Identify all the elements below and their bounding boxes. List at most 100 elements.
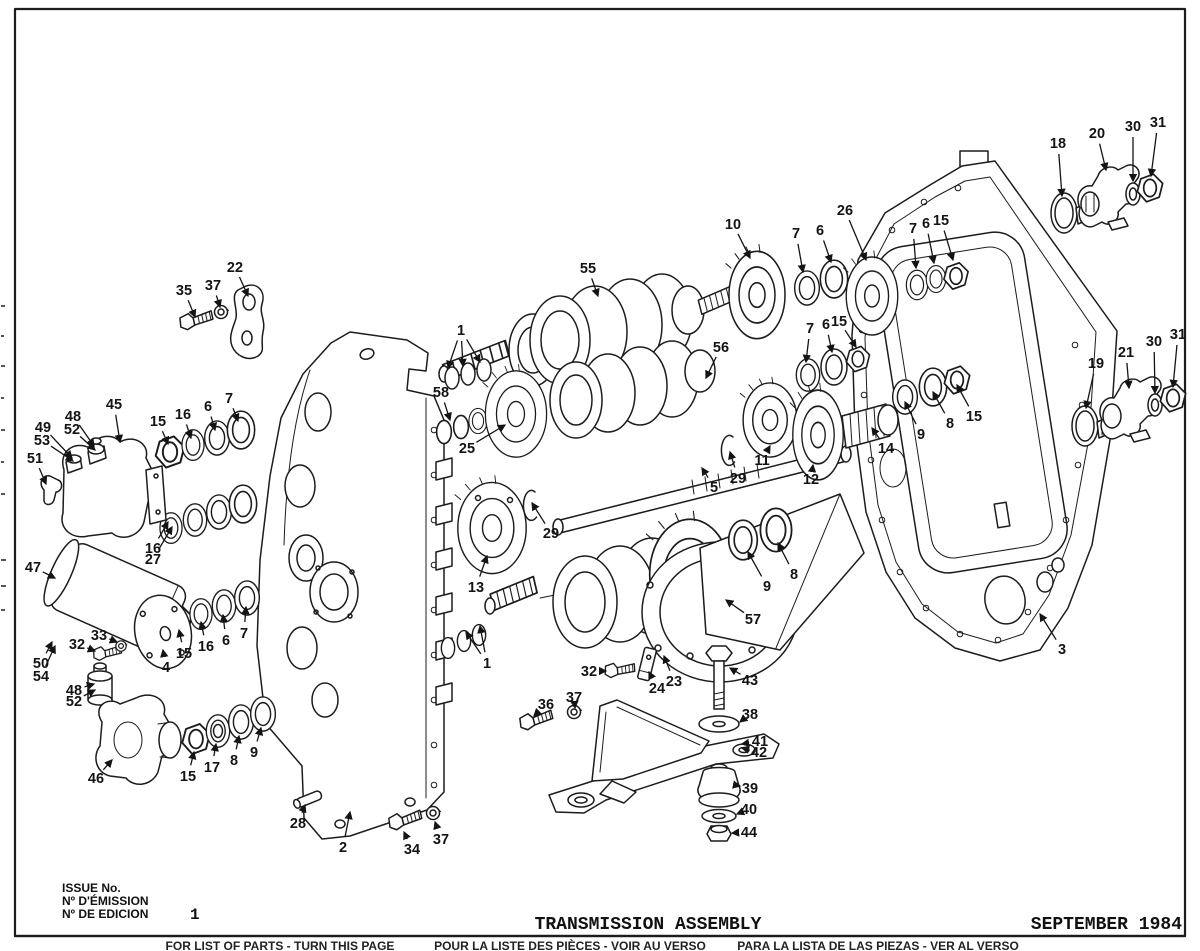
- part-callout-15: 15: [831, 314, 847, 330]
- left-case-half: [256, 331, 453, 840]
- callout-leader-1: [465, 630, 482, 655]
- bearing-row-second: [159, 484, 258, 544]
- part-callout-8: 8: [230, 753, 238, 769]
- lower-pump-assembly: [87, 662, 182, 785]
- callout-leader-4: [160, 648, 169, 658]
- callout-leader-57: [724, 599, 745, 614]
- part-callout-15: 15: [933, 213, 949, 229]
- callout-leader-25: [476, 424, 507, 443]
- callout-leader-11: [762, 444, 771, 455]
- part-callout-37: 37: [433, 832, 449, 848]
- callout-leader-18: [1057, 153, 1066, 198]
- part-callout-1: 1: [483, 656, 491, 672]
- part-callout-28: 28: [290, 816, 306, 832]
- footer-note-fr: POUR LA LISTE DES PIÈCES - VOIR AU VERSO: [434, 938, 706, 951]
- part-callout-7: 7: [909, 221, 917, 237]
- part-callout-39: 39: [742, 781, 758, 797]
- callout-leader-7: [911, 238, 920, 270]
- page-title: TRANSMISSION ASSEMBLY: [535, 915, 762, 935]
- callout-leader-29: [728, 450, 737, 468]
- bearing-row-top: [154, 410, 256, 469]
- part-callout-41: 41: [752, 734, 768, 750]
- callout-leader-34: [403, 830, 411, 841]
- small-cover-plate: [177, 284, 265, 360]
- part-callout-31: 31: [1150, 115, 1166, 131]
- part-callout-23: 23: [666, 674, 682, 690]
- part-callout-52: 52: [66, 694, 82, 710]
- part-callout-35: 35: [176, 283, 192, 299]
- part-callout-9: 9: [250, 745, 258, 761]
- part-callout-54: 54: [33, 669, 49, 685]
- callout-leader-46: [102, 759, 113, 771]
- part-callout-34: 34: [404, 842, 420, 858]
- part-callout-15: 15: [966, 409, 982, 425]
- callout-leader-17: [210, 742, 219, 757]
- callout-leader-6: [208, 416, 218, 432]
- part-callout-36: 36: [538, 697, 554, 713]
- callout-leader-6: [822, 240, 833, 264]
- countershaft-gear-train: [435, 340, 871, 458]
- part-callout-49: 49: [35, 420, 51, 436]
- callout-leader-19: [1083, 373, 1095, 410]
- part-callout-38: 38: [742, 707, 758, 723]
- part-callout-7: 7: [792, 226, 800, 242]
- round-plate: [91, 594, 193, 670]
- bearing-row-bottom: [181, 696, 277, 755]
- callout-leader-16: [198, 620, 207, 636]
- part-callout-13: 13: [468, 580, 484, 596]
- callout-leader-50: [44, 640, 53, 654]
- callout-leader-24: [648, 670, 656, 681]
- part-callout-15: 15: [150, 414, 166, 430]
- part-callout-12: 12: [803, 472, 819, 488]
- part-callout-30: 30: [1125, 119, 1141, 135]
- rubber-mount-39: [697, 763, 741, 808]
- part-callout-9: 9: [917, 427, 925, 443]
- part-callout-10: 10: [725, 217, 741, 233]
- callout-leader-21: [1124, 362, 1133, 390]
- part-callout-18: 18: [1050, 136, 1066, 152]
- mount-bracket-assembly: [517, 645, 780, 842]
- callout-leader-31: [1147, 132, 1158, 178]
- callout-leader-15: [161, 430, 170, 446]
- part-callout-8: 8: [790, 567, 798, 583]
- part-callout-30: 30: [1146, 334, 1162, 350]
- callout-leader-54: [45, 644, 56, 667]
- callout-leader-31: [1169, 344, 1178, 389]
- part-callout-33: 33: [91, 628, 107, 644]
- callout-leader-7: [797, 243, 806, 274]
- issue-label-en: ISSUE No.: [62, 881, 121, 895]
- part-callout-16: 16: [198, 639, 214, 655]
- callout-leader-15: [844, 329, 857, 349]
- part-callout-31: 31: [1170, 327, 1186, 343]
- part-callout-24: 24: [649, 681, 665, 697]
- part-callout-26: 26: [837, 203, 853, 219]
- callout-leader-9: [904, 400, 917, 425]
- part-callout-4: 4: [162, 660, 170, 676]
- part-callout-48: 48: [66, 683, 82, 699]
- callout-leader-15: [956, 383, 970, 407]
- page-border: [13, 7, 1187, 938]
- issue-label-es: Nº DE EDICION: [62, 907, 148, 921]
- callout-leader-37: [213, 295, 222, 309]
- callout-leader-53: [50, 445, 75, 462]
- part-callout-21: 21: [1118, 345, 1134, 361]
- callout-leader-6: [826, 334, 835, 354]
- callout-leader-55: [591, 278, 600, 298]
- part-callout-48: 48: [65, 409, 81, 425]
- callout-leader-1: [477, 624, 486, 653]
- left-margin-print-fragments: [1, 305, 6, 611]
- callout-leader-33: [108, 635, 119, 644]
- part-callout-25: 25: [459, 441, 475, 457]
- callout-leader-47: [42, 571, 57, 579]
- callout-leader-48: [84, 682, 96, 691]
- part-callout-19: 19: [1088, 356, 1104, 372]
- part-callout-14: 14: [878, 441, 894, 457]
- part-callout-5: 5: [710, 480, 718, 496]
- callout-leader-52: [79, 435, 96, 451]
- callout-leader-16: [184, 424, 193, 440]
- callout-leader-6: [219, 613, 229, 630]
- title-block: ISSUE No. Nº D'ÉMISSION Nº DE EDICION 1 …: [62, 881, 1182, 935]
- callout-leader-52: [83, 689, 97, 698]
- part-callout-6: 6: [816, 223, 824, 239]
